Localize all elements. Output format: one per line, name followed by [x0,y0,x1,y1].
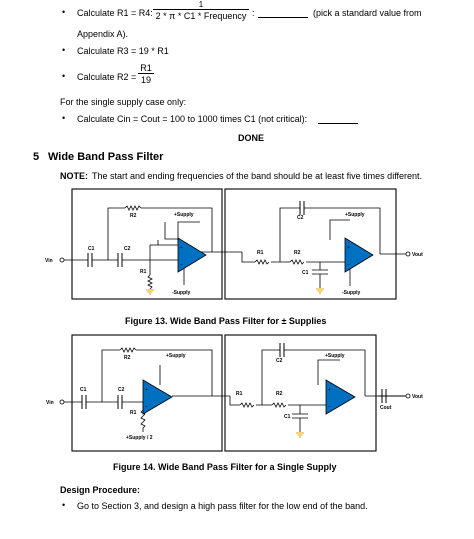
fig14-cout-label: Cout [380,405,392,411]
r1-colon: : [252,8,255,18]
fig13-neg-supply-2: -Supply [342,290,361,296]
cin-formula: Calculate Cin = Cout = 100 to 1000 times… [77,114,308,124]
figure-13-circuit: + − + − Vin Vout C1 C2 R1 R2 +Supply -Su… [45,188,423,300]
bullet: • [62,7,66,17]
svg-text:−: − [145,404,148,410]
figure-14-circuit: + − + − Vin Vout Cout C1 C2 R1 R2 +Suppl… [46,334,423,452]
opamp-2 [325,379,356,415]
svg-text:+: + [328,387,331,393]
lpf-frame [224,188,397,300]
r1-fraction: 1 2 * π * C1 * Frequency [153,0,249,21]
fig13-pos-supply-2: +Supply [345,212,365,218]
svg-text:−: − [180,262,183,268]
r2-numerator: R1 [138,63,154,74]
bullet: • [62,500,66,510]
ground-icon [296,432,304,438]
figure-13-caption: Figure 13. Wide Band Pass Filter for ± S… [125,316,327,326]
fig14-vin-label: Vin [46,400,54,406]
r1-formula-label: Calculate R1 = R4: [77,8,153,18]
fig14-pos-supply-2: +Supply [325,353,345,359]
done-label: DONE [238,133,265,143]
fig13-pos-supply: +Supply [174,212,194,218]
fig14-c2-label: C2 [118,387,125,393]
fig13-c2b-label: C2 [297,215,304,221]
opamp-1 [142,379,173,415]
vout-terminal [405,251,411,257]
svg-text:+: + [180,245,183,251]
svg-text:+: + [347,245,350,251]
svg-text:−: − [347,262,350,268]
fig13-c1b-label: C1 [302,270,309,276]
vin-terminal [59,257,65,263]
svg-text:+: + [145,387,148,393]
r3-formula: Calculate R3 = 19 * R1 [77,46,169,56]
procedure-item: Go to Section 3, and design a high pass … [77,501,368,511]
fig14-c1b-label: C1 [284,414,291,420]
svg-text:−: − [328,404,331,410]
bullet: • [62,71,66,81]
r2-denominator: 19 [140,75,151,85]
fig13-neg-supply: -Supply [172,290,191,296]
hpf-frame [71,334,223,452]
fig14-r2-label: R2 [124,355,131,361]
section-number: 5 [33,151,40,163]
ground-icon [316,288,324,294]
section-title: Wide Band Pass Filter [48,151,164,163]
vin-terminal [59,399,65,405]
vout-terminal [405,393,411,399]
fig14-half-supply: +Supply / 2 [126,435,153,441]
fig14-vout-label: Vout [412,394,423,400]
fig13-c2-label: C2 [124,246,131,252]
fig13-vout-label: Vout [412,252,423,258]
ground-icon [146,289,154,295]
r1-denominator: 2 * π * C1 * Frequency [155,11,247,21]
note-label: NOTE: [60,171,88,181]
fig14-pos-supply: +Supply [166,353,186,359]
r1-numerator: 1 [153,0,249,10]
bullet: • [62,45,66,55]
lpf-frame [224,334,377,452]
fig13-r2-label: R2 [130,213,137,219]
fig13-vin-label: Vin [45,258,53,264]
r1-continuation: Appendix A). [77,29,129,39]
fig14-c1-label: C1 [80,387,87,393]
fig13-c1-label: C1 [88,246,95,252]
fig13-r2b-label: R2 [294,250,301,256]
fig13-r1-label: R1 [140,269,147,275]
opamp-2 [344,237,374,273]
fig14-r1b-label: R1 [236,391,243,397]
r1-answer-blank[interactable] [258,17,308,18]
bullet: • [62,113,66,123]
figure-14-caption: Figure 14. Wide Band Pass Filter for a S… [113,462,337,472]
procedure-heading: Design Procedure: [60,485,141,495]
hpf-frame [71,188,223,300]
fig14-c2b-label: C2 [276,358,283,364]
cin-answer-blank[interactable] [318,123,358,124]
r1-suffix: (pick a standard value from [313,8,422,18]
r2-formula-label: Calculate R2 = [77,72,137,82]
single-supply-note: For the single supply case only: [60,97,187,107]
opamp-1 [177,237,207,273]
r2-fraction: R1 19 [138,63,154,85]
note-text: The start and ending frequencies of the … [92,171,423,181]
fig13-r1b-label: R1 [257,250,264,256]
fig14-r1-label: R1 [130,410,137,416]
fig14-r2b-label: R2 [276,391,283,397]
